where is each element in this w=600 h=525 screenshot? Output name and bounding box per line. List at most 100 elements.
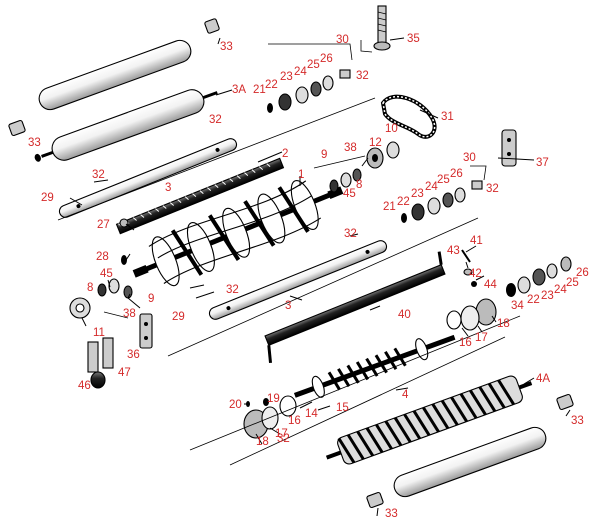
side-plate-11 [69, 297, 91, 319]
bolt-33-right [556, 393, 574, 411]
label-34: 34 [511, 300, 524, 312]
bearing-stack-lower [506, 256, 572, 297]
label-45: 45 [343, 188, 356, 200]
seal-rings-lower [246, 398, 269, 407]
label-9: 9 [148, 293, 154, 305]
label-26: 26 [576, 267, 589, 279]
label-46: 46 [78, 380, 91, 392]
label-30: 30 [336, 34, 349, 46]
label-23: 23 [280, 71, 293, 83]
bearing-group-38-lower [97, 278, 133, 299]
label-40: 40 [398, 309, 411, 321]
label-9: 9 [321, 149, 327, 161]
label-38: 38 [344, 142, 357, 154]
label-18: 18 [497, 318, 510, 330]
top-roller-tube [38, 39, 192, 111]
label-15: 15 [336, 402, 349, 414]
bolt-33-left [8, 119, 26, 137]
label-26: 26 [320, 53, 333, 65]
label-33: 33 [385, 508, 398, 520]
label-21: 21 [383, 201, 396, 213]
bedknife-bar-lower [208, 240, 388, 320]
label-3: 3 [285, 300, 291, 312]
bottom-roller-tube [393, 426, 547, 498]
label-32: 32 [344, 228, 357, 240]
bracket-37 [501, 129, 517, 167]
label-29: 29 [172, 311, 185, 323]
label-31: 31 [441, 111, 454, 123]
label-12: 12 [369, 137, 382, 149]
label-25: 25 [437, 174, 450, 186]
label-33: 33 [220, 41, 233, 53]
bearing-stack-middle [401, 180, 483, 223]
label-24: 24 [294, 66, 307, 78]
bearing-stack-upper [267, 69, 351, 113]
label-23: 23 [411, 188, 424, 200]
label-14: 14 [305, 408, 318, 420]
bolt-33-top [204, 18, 220, 34]
label-8: 8 [87, 282, 93, 294]
label-33: 33 [28, 137, 41, 149]
drive-gear-18-lower [243, 395, 297, 439]
screw-35 [373, 5, 391, 51]
label-22: 22 [265, 79, 278, 91]
leader-lines [69, 37, 571, 517]
grooved-roller-4a [325, 375, 533, 465]
pulley-12 [366, 147, 384, 169]
label-26: 26 [450, 168, 463, 180]
label-27: 27 [97, 219, 110, 231]
label-32: 32 [209, 114, 222, 126]
label-32: 32 [486, 183, 499, 195]
label-4: 4 [402, 389, 409, 401]
bedknife-bar-upper [58, 138, 238, 218]
frame-lines [57, 40, 521, 466]
label-29: 29 [41, 192, 54, 204]
front-roller-3a [34, 89, 218, 162]
reel-assembly-1 [132, 180, 344, 287]
label-25: 25 [566, 277, 579, 289]
label-4a: 4A [536, 373, 550, 385]
label-20: 20 [229, 399, 242, 411]
label-44: 44 [484, 279, 497, 291]
label-21: 21 [253, 84, 266, 96]
fasteners-41-44 [461, 249, 477, 287]
label-3a: 3A [232, 84, 246, 96]
label-17: 17 [475, 332, 488, 344]
washer-27 [119, 218, 129, 228]
label-2: 2 [282, 148, 288, 160]
label-24: 24 [554, 284, 567, 296]
label-25: 25 [307, 59, 320, 71]
label-41: 41 [470, 235, 483, 247]
label-10: 10 [385, 123, 398, 135]
label-36: 36 [127, 349, 140, 361]
bearing-28 [121, 255, 127, 265]
pulley-10 [386, 141, 400, 159]
bedknife-40 [264, 251, 446, 364]
label-33: 33 [571, 415, 584, 427]
bracket-46 [87, 341, 106, 389]
label-23: 23 [541, 290, 554, 302]
label-19: 19 [267, 393, 280, 405]
part-number-labels: 35 33 30 21 22 23 24 25 26 32 3A 31 10 3… [28, 33, 589, 520]
label-22: 22 [397, 196, 410, 208]
bearing-group-38-upper [329, 168, 362, 193]
label-17: 17 [275, 428, 288, 440]
label-30: 30 [463, 152, 476, 164]
label-8: 8 [356, 179, 362, 191]
drive-belt-31 [380, 94, 437, 139]
label-35: 35 [407, 33, 420, 45]
drive-gear-18 [446, 298, 497, 331]
label-32: 32 [92, 169, 105, 181]
label-37: 37 [536, 157, 549, 169]
label-32: 32 [226, 284, 239, 296]
label-32: 32 [356, 70, 369, 82]
label-3: 3 [165, 182, 171, 194]
bolt-33-bottom [366, 491, 384, 509]
label-45: 45 [100, 268, 113, 280]
label-16: 16 [288, 415, 301, 427]
label-11: 11 [93, 327, 105, 339]
label-47: 47 [118, 367, 131, 379]
label-43: 43 [447, 245, 460, 257]
